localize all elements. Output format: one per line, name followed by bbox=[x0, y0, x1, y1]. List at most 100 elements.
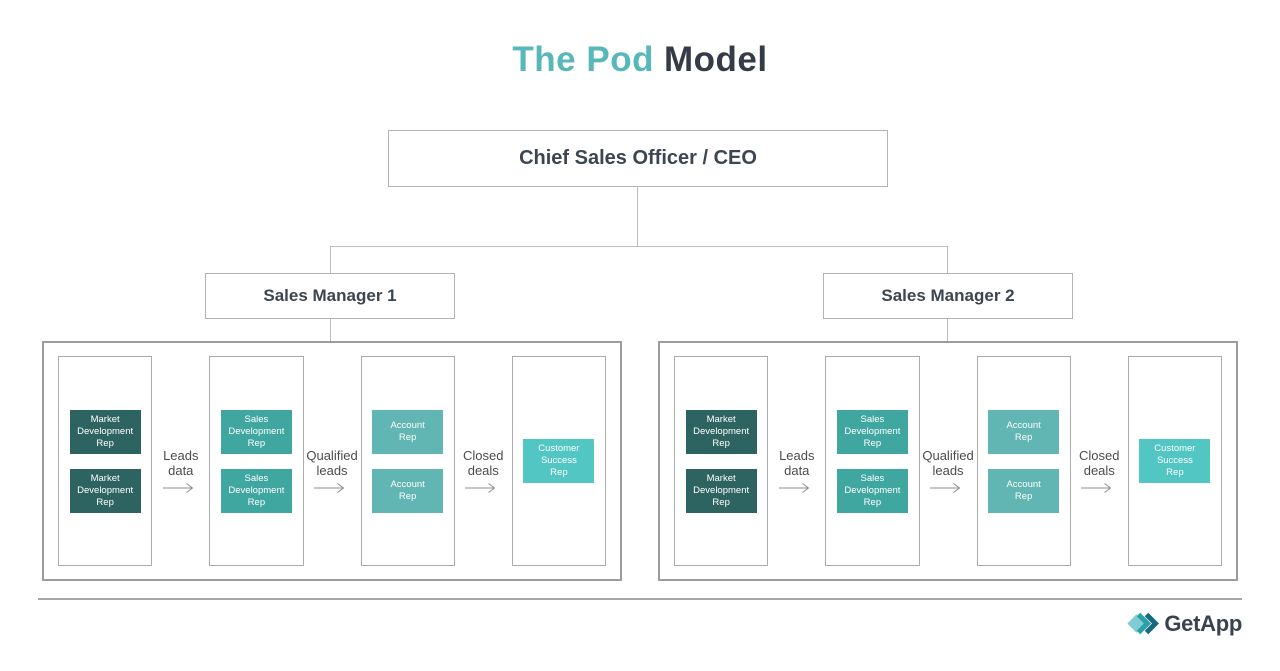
rep-box-line: Development bbox=[77, 484, 134, 496]
pod1-column-sales-development: Sales Development Rep Sales Development … bbox=[209, 356, 304, 566]
connector-horizontal bbox=[330, 246, 948, 247]
ceo-box: Chief Sales Officer / CEO bbox=[388, 130, 888, 187]
rep-box-line: Development bbox=[693, 484, 750, 496]
flow-label-line: leads bbox=[932, 463, 964, 478]
connector-manager1-pod bbox=[330, 319, 331, 342]
flow-label: Leads data bbox=[163, 448, 198, 478]
pod1-column-market-development: Market Development Rep Market Developmen… bbox=[58, 356, 153, 566]
brand-logo: GetApp bbox=[1127, 610, 1242, 637]
flow-arrow-icon bbox=[162, 483, 194, 493]
rep-box-line: Market bbox=[706, 472, 736, 484]
rep-box-line: Rep bbox=[398, 490, 417, 502]
rep-box-line: Development bbox=[77, 425, 134, 437]
rep-box-line: Rep bbox=[712, 437, 730, 449]
rep-box-line: Development bbox=[228, 484, 285, 496]
flow-label-line: data bbox=[168, 463, 194, 478]
flow-arrow-icon bbox=[930, 483, 961, 493]
pod2-column-account-rep: Account Rep Account Rep bbox=[976, 356, 1071, 566]
flow-label-line: deals bbox=[467, 463, 499, 478]
pod-2: Market Development Rep Market Developmen… bbox=[658, 341, 1238, 581]
pod2-column-sales-development: Sales Development Rep Sales Development … bbox=[825, 356, 920, 566]
rep-box-line: Rep bbox=[863, 437, 882, 449]
rep-box-market-development: Market Development Rep bbox=[685, 468, 757, 513]
connector-right-drop bbox=[947, 246, 948, 273]
rep-box-line: Account bbox=[1006, 478, 1041, 490]
flow-arrow-icon bbox=[778, 483, 810, 493]
flow-label: Qualified leads bbox=[922, 448, 973, 478]
flow-qualified-leads: Qualified leads bbox=[920, 448, 977, 494]
rep-box-market-development: Market Development Rep bbox=[69, 468, 141, 513]
rep-box-customer-success: Customer Success Rep bbox=[523, 439, 595, 483]
rep-box-line: Rep bbox=[1014, 490, 1033, 502]
flow-arrow-icon bbox=[1081, 483, 1112, 493]
rep-box-line: Sales bbox=[244, 413, 269, 425]
rep-box-account: Account Rep bbox=[372, 468, 444, 513]
rep-box-line: Rep bbox=[247, 437, 266, 449]
footer-divider bbox=[38, 598, 1242, 600]
pod2-column-customer-success: Customer Success Rep bbox=[1127, 356, 1223, 566]
flow-label-line: Qualified bbox=[306, 448, 358, 463]
connector-manager2-pod bbox=[947, 319, 948, 342]
flow-label: Closed deals bbox=[1079, 448, 1119, 478]
rep-box-line: Development bbox=[844, 425, 901, 437]
rep-box-market-development: Market Development Rep bbox=[685, 409, 757, 454]
flow-closed-deals: Closed deals bbox=[455, 448, 512, 494]
rep-box-sales-development: Sales Development Rep bbox=[220, 409, 292, 454]
brand-name: GetApp bbox=[1164, 610, 1242, 636]
flow-label-line: leads bbox=[316, 463, 348, 478]
flow-label-line: deals bbox=[1083, 463, 1115, 478]
rep-box-line: Development bbox=[693, 425, 750, 437]
getapp-chevrons-icon bbox=[1127, 612, 1160, 635]
flow-arrow-icon bbox=[314, 483, 345, 493]
rep-box-line: Rep bbox=[96, 437, 114, 449]
ceo-label: Chief Sales Officer / CEO bbox=[519, 147, 757, 169]
rep-box-line: Account bbox=[390, 478, 425, 490]
flow-label-line: Leads bbox=[163, 448, 199, 463]
page-title-rest: Model bbox=[663, 40, 768, 79]
rep-box-line: Rep bbox=[712, 496, 730, 508]
rep-box-line: Market bbox=[706, 413, 736, 425]
flow-leads-data: Leads data bbox=[768, 448, 825, 494]
manager-box-2: Sales Manager 2 bbox=[823, 273, 1073, 319]
flow-closed-deals: Closed deals bbox=[1071, 448, 1128, 494]
rep-box-line: Rep bbox=[863, 496, 882, 508]
rep-box-line: Sales bbox=[244, 472, 269, 484]
flow-label-line: Closed bbox=[463, 448, 504, 463]
rep-box-sales-development: Sales Development Rep bbox=[220, 468, 292, 513]
rep-box-line: Rep bbox=[398, 431, 417, 443]
rep-box-line: Customer bbox=[1154, 443, 1196, 454]
pod1-column-account-rep: Account Rep Account Rep bbox=[360, 356, 455, 566]
rep-box-line: Sales bbox=[860, 413, 885, 425]
flow-arrow-icon bbox=[465, 483, 496, 493]
page-title-highlight: The Pod bbox=[512, 40, 654, 79]
rep-box-line: Customer bbox=[538, 443, 580, 454]
rep-box-line: Success bbox=[1156, 455, 1193, 466]
rep-box-line: Success bbox=[540, 455, 577, 466]
rep-box-line: Sales bbox=[860, 472, 885, 484]
pod2-column-market-development: Market Development Rep Market Developmen… bbox=[674, 356, 769, 566]
rep-box-account: Account Rep bbox=[988, 468, 1060, 513]
rep-box-line: Rep bbox=[550, 467, 568, 478]
manager-1-label: Sales Manager 1 bbox=[263, 286, 397, 305]
rep-box-market-development: Market Development Rep bbox=[69, 409, 141, 454]
rep-box-line: Rep bbox=[96, 496, 114, 508]
rep-box-sales-development: Sales Development Rep bbox=[836, 409, 908, 454]
connector-left-drop bbox=[330, 246, 331, 273]
flow-label-line: Leads bbox=[779, 448, 815, 463]
rep-box-account: Account Rep bbox=[988, 409, 1060, 454]
rep-box-customer-success: Customer Success Rep bbox=[1139, 439, 1211, 483]
rep-box-line: Rep bbox=[247, 496, 266, 508]
rep-box-line: Account bbox=[1006, 419, 1041, 431]
rep-box-line: Development bbox=[228, 425, 285, 437]
manager-2-label: Sales Manager 2 bbox=[881, 286, 1015, 305]
manager-box-1: Sales Manager 1 bbox=[205, 273, 455, 319]
flow-leads-data: Leads data bbox=[152, 448, 209, 494]
rep-box-line: Market bbox=[90, 413, 120, 425]
flow-label-line: data bbox=[784, 463, 810, 478]
flow-label: Leads data bbox=[779, 448, 814, 478]
rep-box-line: Development bbox=[844, 484, 901, 496]
flow-label-line: Qualified bbox=[922, 448, 974, 463]
pod-1: Market Development Rep Market Developmen… bbox=[42, 341, 622, 581]
